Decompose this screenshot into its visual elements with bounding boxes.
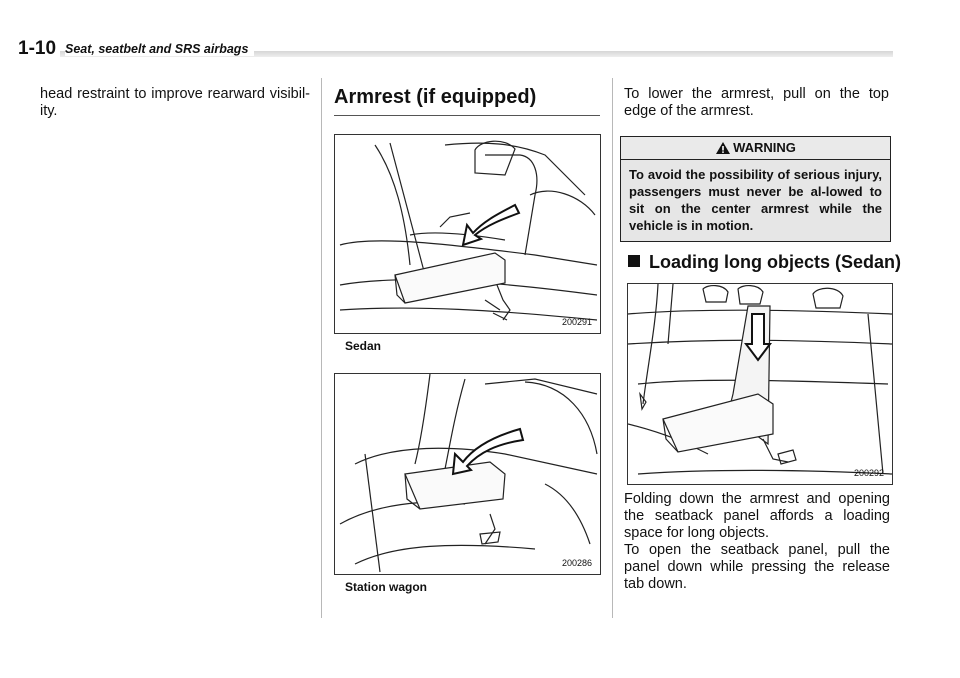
column-divider-right (612, 78, 613, 618)
page-number: 1-10 (18, 38, 61, 60)
warning-header: WARNING (621, 137, 890, 160)
seatback-panel-illustration (628, 284, 892, 475)
column-3-body: Folding down the armrest and opening the… (624, 491, 890, 593)
column-1: head restraint to improve rearward visib… (40, 86, 310, 120)
figure-wagon-armrest: 200286 (334, 373, 601, 575)
column-3-intro: To lower the armrest, pull on the top ed… (624, 86, 889, 120)
loading-paragraph-2: To open the seatback panel, pull the pan… (624, 542, 890, 592)
bullet-square-icon (628, 255, 640, 267)
continued-paragraph: head restraint to improve rearward visib… (40, 86, 310, 119)
figure-caption-sedan: Sedan (345, 339, 382, 353)
armrest-heading: Armrest (if equipped) (334, 86, 600, 116)
figure-sedan-armrest: 200291 (334, 134, 601, 334)
warning-label: WARNING (733, 140, 796, 155)
lower-armrest-instruction: To lower the armrest, pull on the top ed… (624, 86, 889, 119)
warning-triangle-icon (716, 142, 731, 154)
figure-caption-station-wagon: Station wagon (345, 580, 427, 594)
figure-seatback-panel: 200292 (627, 283, 893, 485)
loading-heading-text: Loading long objects (Sedan) (649, 252, 901, 272)
warning-text: To avoid the possibility of serious inju… (629, 167, 882, 233)
figure-code: 200291 (561, 317, 592, 327)
figure-code: 200292 (853, 468, 884, 478)
sedan-armrest-illustration (339, 140, 598, 321)
wagon-armrest-illustration (339, 374, 598, 573)
figure-code: 200286 (561, 558, 592, 568)
warning-box: WARNING To avoid the possibility of seri… (620, 136, 891, 242)
header-rule (18, 51, 893, 57)
section-title: Seat, seatbelt and SRS airbags (65, 42, 255, 56)
column-divider-left (321, 78, 322, 618)
loading-long-objects-heading: Loading long objects (Sedan) (628, 252, 901, 273)
page-header: 1-10 Seat, seatbelt and SRS airbags (18, 38, 893, 62)
loading-paragraph-1: Folding down the armrest and opening the… (624, 491, 890, 541)
